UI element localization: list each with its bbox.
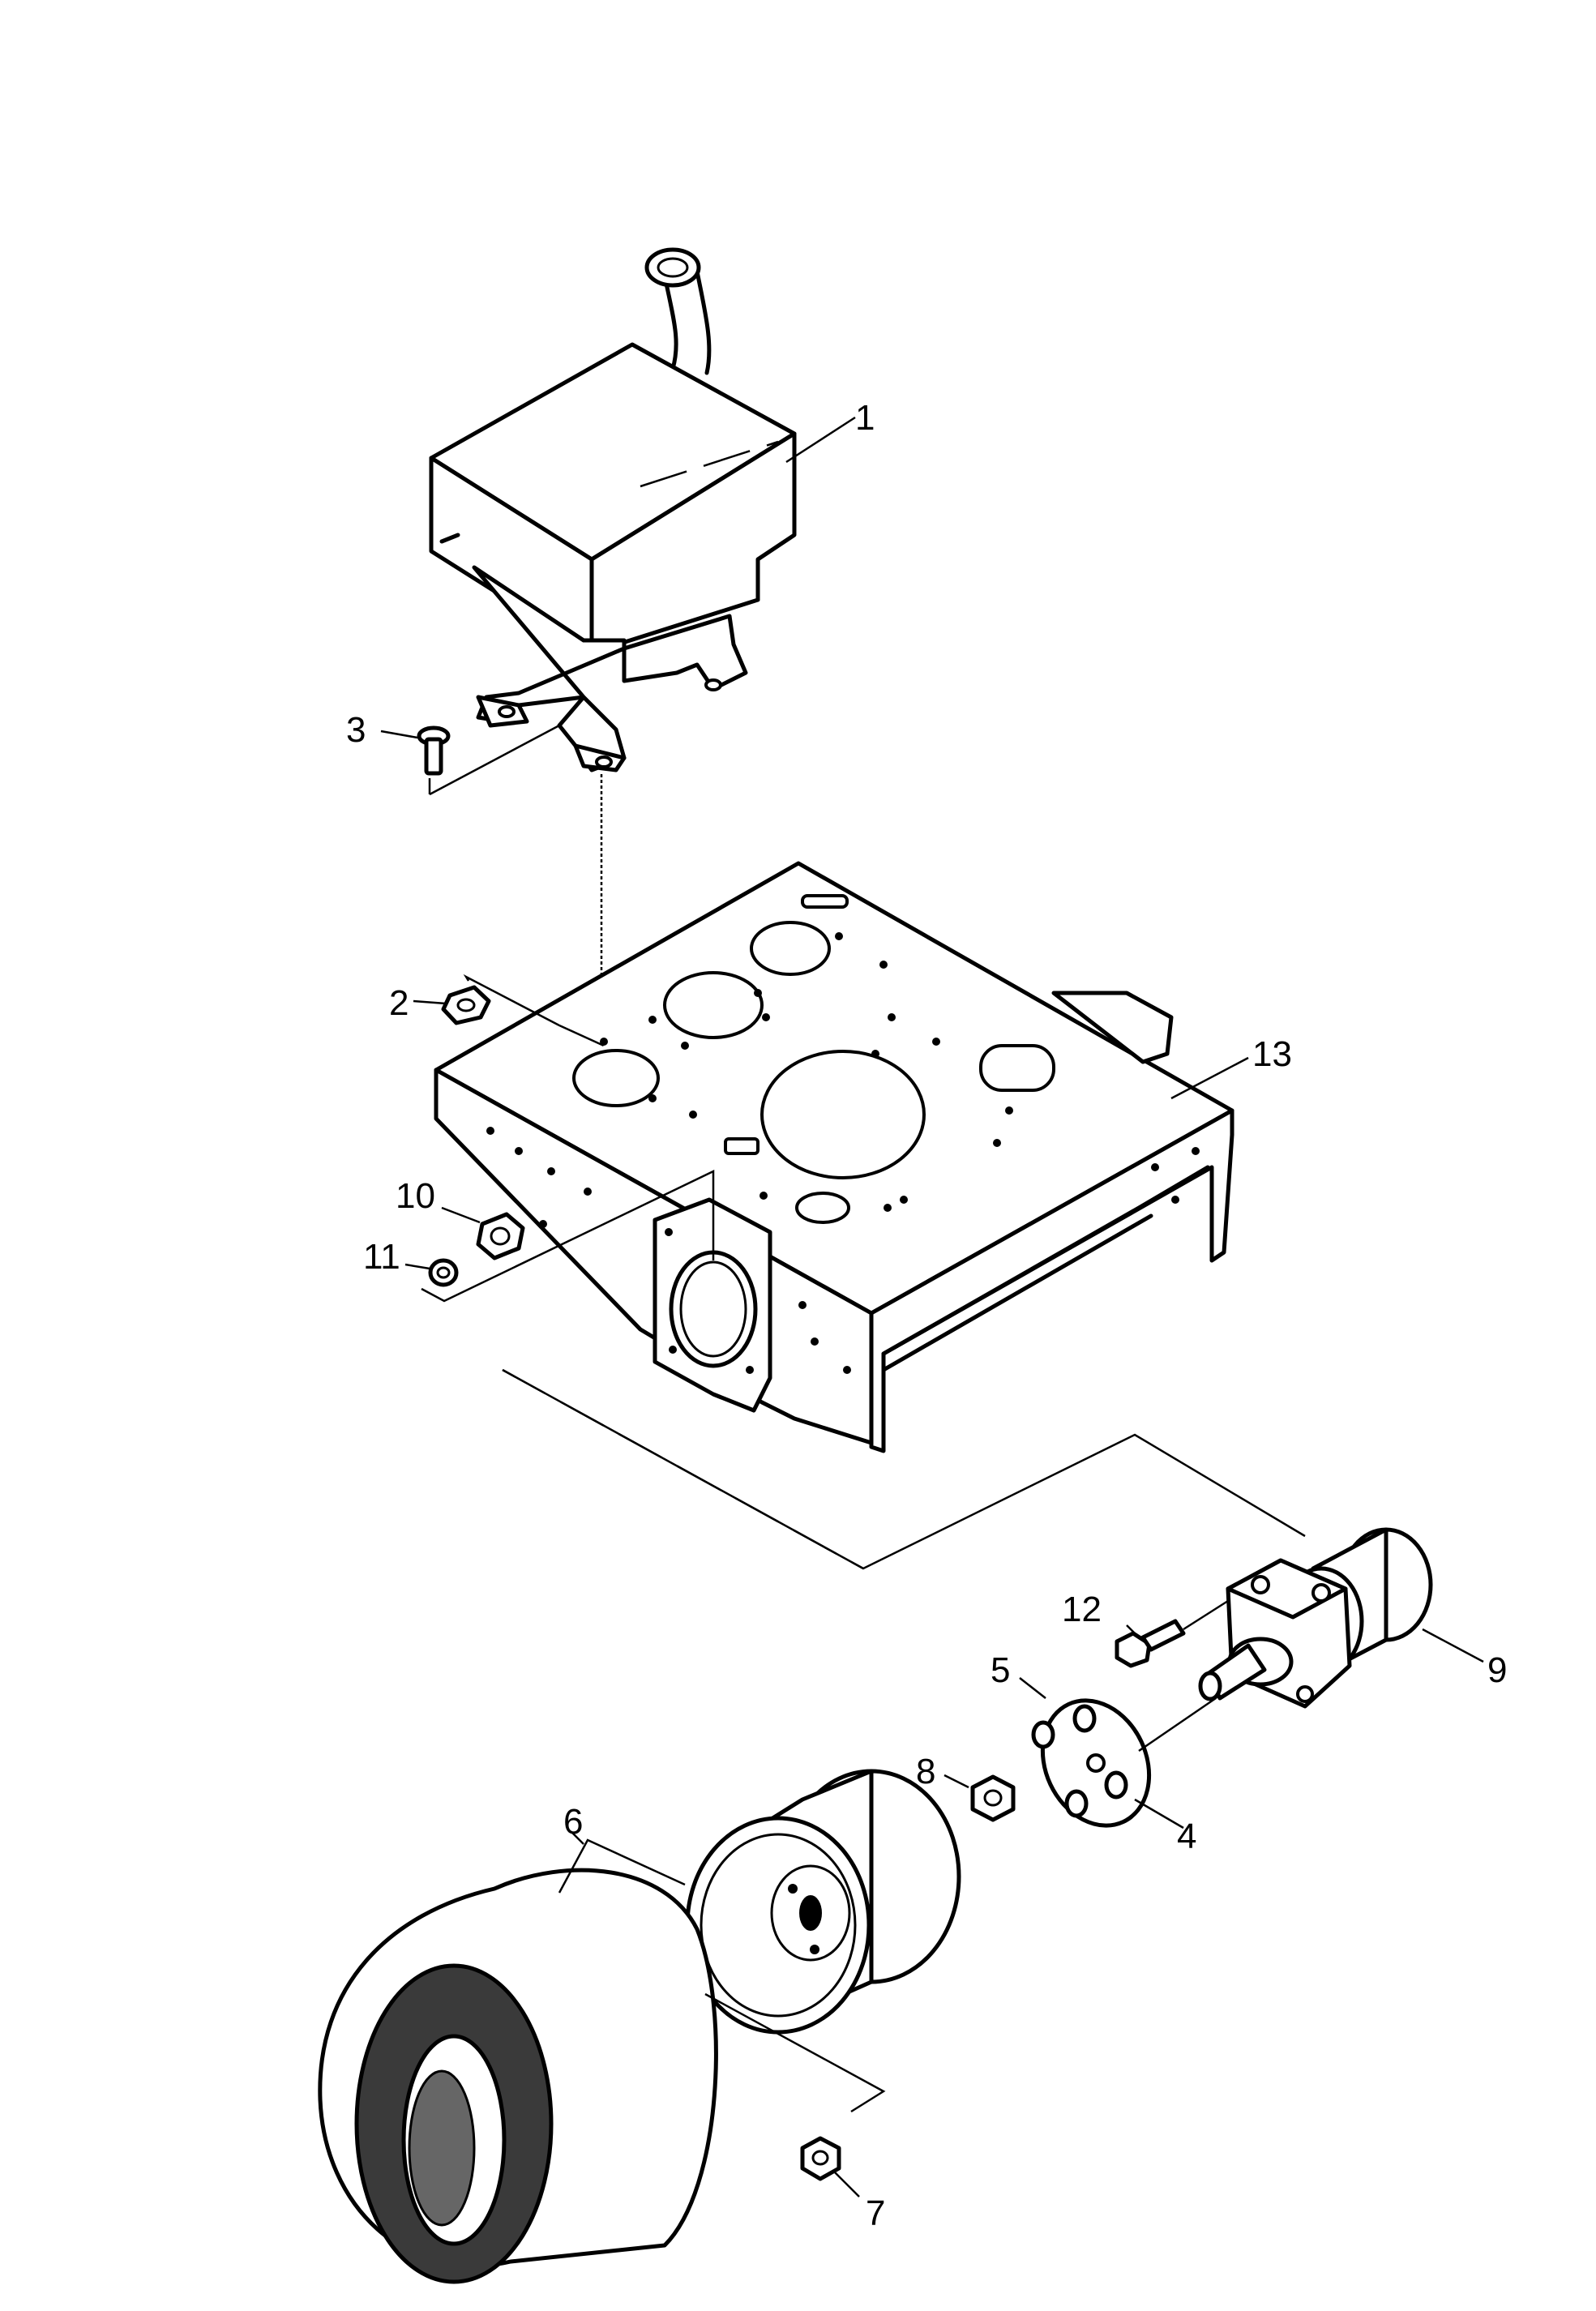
part-5-studs: [1019, 1677, 1128, 1818]
callout-5: 5: [991, 1650, 1010, 1690]
callout-3: 3: [346, 710, 366, 750]
part-1-tank: [429, 247, 856, 772]
callout-7: 7: [866, 2193, 885, 2233]
part-2-nut: [413, 974, 605, 1047]
part-12-bolt: [1115, 1599, 1229, 1668]
callout-2: 2: [389, 983, 409, 1023]
callout-9: 9: [1487, 1650, 1507, 1690]
callout-1: 1: [855, 398, 875, 438]
part-10-11-hardware: [404, 1170, 715, 1303]
callout-13: 13: [1252, 1034, 1292, 1074]
part-7-nut: [800, 2136, 860, 2198]
part-9-motor: [1198, 1527, 1484, 1709]
callout-10: 10: [396, 1176, 435, 1216]
part-13-frame: [434, 861, 1249, 1453]
callout-labels: 1 2 3 4 5 6 7 8 9 10 11 12 13: [346, 398, 1507, 2233]
callout-8: 8: [916, 1752, 935, 1791]
part-6-wheel: [318, 1769, 961, 2284]
part-8-nut: [943, 1774, 1016, 1822]
part-3-bolt: [380, 724, 560, 796]
callout-11: 11: [363, 1237, 400, 1277]
callout-12: 12: [1062, 1590, 1102, 1629]
callout-6: 6: [563, 1802, 583, 1842]
callout-4: 4: [1177, 1817, 1196, 1856]
assembly-leader-motor: [502, 1368, 1306, 1570]
